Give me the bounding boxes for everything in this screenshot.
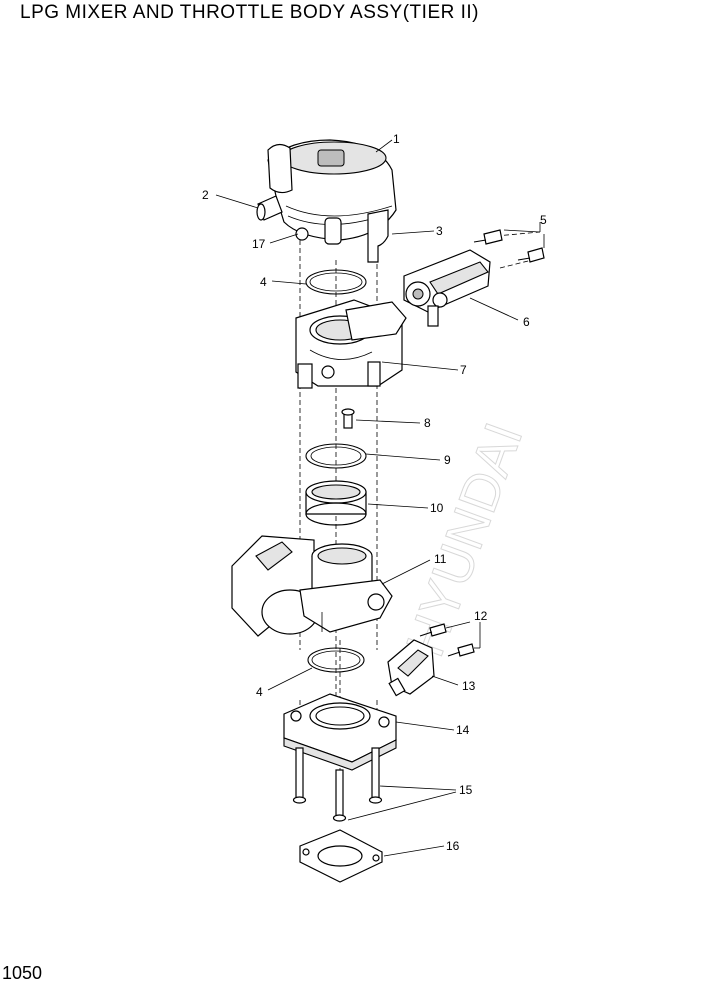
callout-5: 5 bbox=[540, 213, 547, 227]
callout-8: 8 bbox=[424, 416, 431, 430]
callout-15: 15 bbox=[459, 783, 473, 797]
callout-labels: 1 2 3 4 5 6 7 8 9 10 11 12 13 4 14 15 16… bbox=[202, 132, 547, 853]
part-4-oring-upper bbox=[305, 269, 367, 295]
part-13-sensor bbox=[387, 639, 435, 697]
part-5-screws bbox=[473, 229, 545, 263]
part-6-actuator bbox=[403, 249, 491, 327]
callout-12: 12 bbox=[474, 609, 488, 623]
part-11-throttle-body bbox=[231, 535, 393, 637]
part-2-nipple bbox=[256, 195, 283, 221]
part-3-elbow bbox=[367, 209, 389, 263]
callout-4-upper: 4 bbox=[260, 275, 267, 289]
leader-lines bbox=[215, 139, 545, 857]
callout-11: 11 bbox=[434, 552, 447, 566]
page-title: LPG MIXER AND THROTTLE BODY ASSY(TIER II… bbox=[20, 2, 480, 23]
callout-14: 14 bbox=[456, 723, 470, 737]
part-4-oring-lower bbox=[307, 647, 365, 673]
callout-6: 6 bbox=[523, 315, 530, 329]
part-10-sleeve bbox=[305, 480, 367, 526]
part-16-gasket bbox=[299, 829, 383, 883]
page-number: 1050 bbox=[2, 963, 43, 983]
callout-16: 16 bbox=[446, 839, 460, 853]
callout-9: 9 bbox=[444, 453, 451, 467]
callout-10: 10 bbox=[430, 501, 444, 515]
part-8-screw bbox=[341, 408, 355, 429]
callout-3: 3 bbox=[436, 224, 443, 238]
callout-13: 13 bbox=[462, 679, 476, 693]
callout-4-lower: 4 bbox=[256, 685, 263, 699]
part-1-mixer bbox=[267, 139, 397, 245]
callout-1: 1 bbox=[393, 132, 400, 146]
callout-7: 7 bbox=[460, 363, 467, 377]
part-15-bolts bbox=[292, 747, 383, 822]
part-9-ring bbox=[305, 443, 367, 469]
callout-2: 2 bbox=[202, 188, 209, 202]
watermark: HYUNDAI bbox=[395, 415, 535, 664]
part-14-flange bbox=[283, 693, 397, 771]
callout-17: 17 bbox=[252, 237, 266, 251]
part-7-adapter bbox=[295, 299, 407, 389]
part-12-screws bbox=[419, 623, 475, 657]
